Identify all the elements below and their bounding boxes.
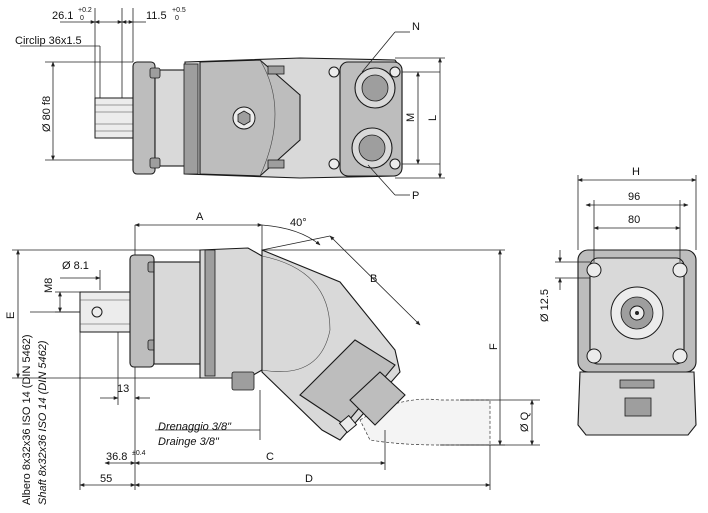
label-p: P [412,190,419,202]
label-l: L [427,115,439,121]
hole-dia-label: Ø 8.1 [62,260,89,272]
circlip-label: Circlip 36x1.5 [15,35,82,47]
label-96: 96 [628,191,640,203]
label-f: F [488,343,500,350]
label-d: D [305,473,313,485]
tol-11-5-upper: +0.5 [172,7,186,14]
top-flange [132,61,156,175]
angle-40: 40° [290,217,307,229]
side-view [12,223,540,490]
label-b: B [370,273,377,285]
tol-26-1-lower: 0 [80,15,84,22]
label-12-5: Ø 12.5 [539,289,551,322]
drain-note-en: Drainge 3/8" [158,436,220,448]
pilot-dia-label: Ø 80 f8 [41,96,53,132]
tol-26-1-upper: +0.2 [78,7,92,14]
side-port-block [349,371,406,426]
label-a: A [196,211,204,223]
drain-port [231,371,255,391]
dim-26-1: 26.1 [52,10,73,22]
shaft-note-it: Albero 8x32x36 ISO 14 (DIN 5462) [21,334,33,505]
label-m: M [405,113,417,122]
shaft-note-en: Shaft 8x32x36 ISO 14 (DIN 5462) [37,340,49,505]
label-36-8: 36.8 [106,451,127,463]
label-80: 80 [628,214,640,226]
label-55: 55 [100,473,112,485]
top-shaft [94,97,134,139]
drain-note-it: Drenaggio 3/8" [158,421,232,433]
tol-11-5-lower: 0 [175,15,179,22]
label-13: 13 [117,383,129,395]
front-view [555,175,697,436]
thread-m8: M8 [43,278,55,293]
side-neck [153,261,201,365]
top-neck [154,69,186,167]
label-n: N [412,21,420,33]
label-q: Ø Q [519,411,531,432]
dim-11-5: 11.5 [146,10,167,22]
label-h: H [632,166,640,178]
top-view [20,8,445,196]
tol-36-8: ±0.4 [132,450,146,457]
side-shaft [79,291,131,333]
label-c: C [266,451,274,463]
label-e: E [5,312,17,319]
